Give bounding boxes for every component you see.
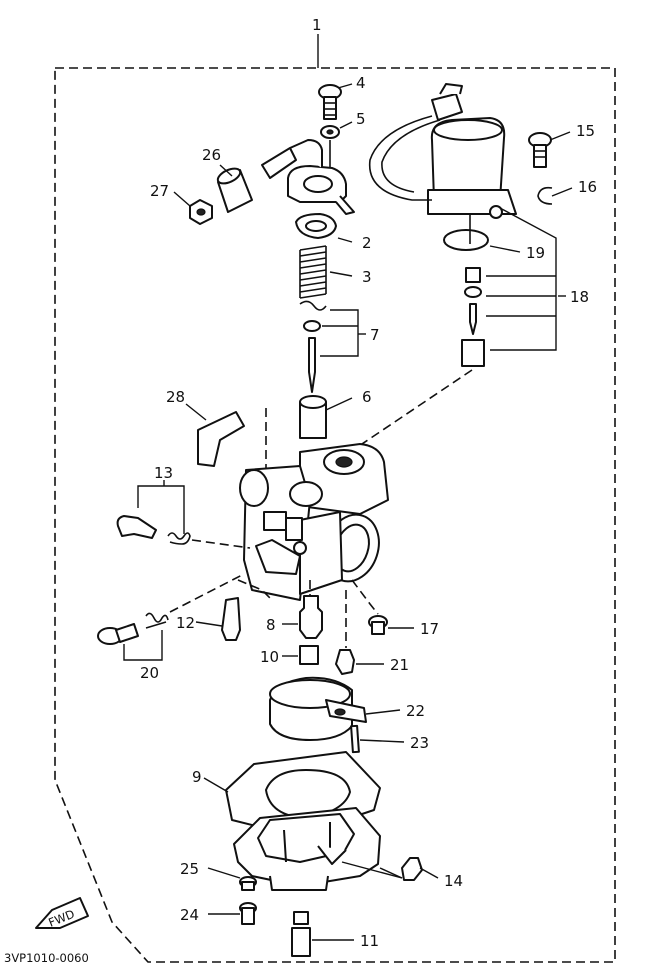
diagram-code: 3VP1010-0060: [4, 951, 89, 965]
callout-23: 23: [410, 734, 429, 752]
callout-2: 2: [362, 234, 372, 252]
callout-10: 10: [260, 648, 279, 666]
callout-21: 21: [390, 656, 409, 674]
spring-3: [299, 245, 327, 299]
nut-27: [189, 199, 213, 225]
choke-washer: [464, 286, 482, 298]
callout-16: 16: [578, 178, 597, 196]
throttle-valve-6: [299, 395, 327, 439]
callout-17: 17: [420, 620, 439, 638]
pin-23: [350, 724, 360, 754]
jet-12: [221, 597, 241, 641]
callout-3: 3: [362, 268, 372, 286]
callout-24: 24: [180, 906, 199, 924]
callout-11: 11: [360, 932, 379, 950]
callout-27: 27: [150, 182, 169, 200]
callout-1: 1: [312, 16, 322, 34]
callout-7: 7: [370, 326, 380, 344]
clip-7: [299, 300, 327, 311]
carburetor-body: [239, 443, 389, 601]
jet-needle-7: [308, 337, 316, 393]
callout-12: 12: [176, 614, 195, 632]
screw-24: [239, 902, 257, 925]
hose-26: [216, 167, 253, 213]
callout-6: 6: [362, 388, 372, 406]
screw-4: [318, 84, 342, 120]
callout-28: 28: [166, 388, 185, 406]
callout-22: 22: [406, 702, 425, 720]
fwd-arrow-icon: [35, 897, 89, 929]
callout-14: 14: [444, 872, 463, 890]
spring-13: [167, 532, 191, 545]
washer-7: [303, 320, 321, 332]
auto-choke-unit: [368, 83, 517, 251]
callout-8: 8: [266, 616, 276, 634]
choke-cap: [461, 339, 485, 367]
callout-19: 19: [526, 244, 545, 262]
drain-screw-14: [401, 857, 423, 881]
callout-4: 4: [356, 74, 366, 92]
plug-11: [291, 927, 311, 957]
washer-16: [537, 186, 553, 205]
callout-15: 15: [576, 122, 595, 140]
assembly-boundary: [54, 67, 616, 963]
choke-spring: [465, 267, 481, 283]
callout-9: 9: [192, 768, 202, 786]
callout-5: 5: [356, 110, 366, 128]
callout-13: 13: [154, 464, 173, 482]
screw-15: [528, 132, 552, 168]
needle-jet-10: [299, 645, 319, 665]
plug-11-small: [293, 911, 309, 925]
float-bowl: [233, 807, 381, 891]
choke-plunger: [469, 303, 477, 335]
idle-screw-13: [116, 515, 157, 539]
callout-26: 26: [202, 146, 221, 164]
callout-25: 25: [180, 860, 199, 878]
main-jet-8: [299, 595, 323, 639]
callout-20: 20: [140, 664, 159, 682]
screw-17: [368, 615, 388, 635]
float-valve-21: [335, 649, 355, 675]
pilot-screw-20: [97, 612, 169, 645]
hose-28: [197, 411, 245, 467]
callout-18: 18: [570, 288, 589, 306]
carburetor-top-cap: [261, 139, 355, 215]
